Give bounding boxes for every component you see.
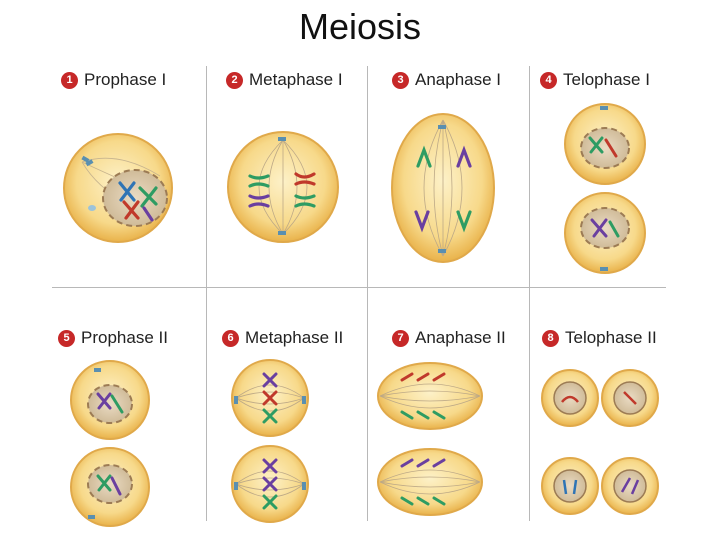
- cell-anaphase-2-bottom: [377, 448, 483, 516]
- stage-number-badge: 5: [58, 329, 75, 347]
- stage-number-badge: 2: [226, 71, 243, 89]
- cell-prophase-2-bottom: [70, 447, 150, 527]
- cell-anaphase-2-top: [377, 362, 483, 430]
- divider-vertical-2: [367, 66, 368, 521]
- stage-title: Metaphase II: [245, 328, 344, 347]
- cell-telophase-2-d: [601, 457, 659, 515]
- stage-label-prophase-1: 1 Prophase I: [61, 70, 166, 90]
- stage-title: Metaphase I: [249, 70, 343, 89]
- divider-vertical-1: [206, 66, 207, 521]
- cell-telophase-2-a: [541, 369, 599, 427]
- cell-metaphase-2-top: [231, 359, 309, 437]
- cell-telophase-1-bottom: [564, 192, 646, 274]
- stage-number-badge: 7: [392, 329, 409, 347]
- stage-label-metaphase-1: 2 Metaphase I: [226, 70, 343, 90]
- cell-anaphase-1: [391, 113, 495, 263]
- cell-telophase-1-top: [564, 103, 646, 185]
- stage-number-badge: 4: [540, 71, 557, 89]
- stage-number-badge: 1: [61, 71, 78, 89]
- stage-number-badge: 8: [542, 329, 559, 347]
- stage-label-anaphase-1: 3 Anaphase I: [392, 70, 501, 90]
- cell-prophase-2-top: [70, 360, 150, 440]
- stage-title: Anaphase I: [415, 70, 502, 89]
- cell-metaphase-2-bottom: [231, 445, 309, 523]
- divider-vertical-3: [529, 66, 530, 521]
- stage-number-badge: 3: [392, 71, 409, 89]
- stage-number-badge: 6: [222, 329, 239, 347]
- stage-title: Prophase II: [81, 328, 168, 347]
- cell-telophase-2-b: [601, 369, 659, 427]
- stage-label-metaphase-2: 6 Metaphase II: [222, 328, 343, 348]
- stage-label-telophase-1: 4 Telophase I: [540, 70, 650, 90]
- stage-label-telophase-2: 8 Telophase II: [542, 328, 657, 348]
- stage-title: Prophase I: [84, 70, 167, 89]
- cell-metaphase-1: [227, 131, 339, 243]
- stage-title: Telophase I: [563, 70, 650, 89]
- stage-title: Telophase II: [565, 328, 657, 347]
- divider-horizontal: [52, 287, 666, 288]
- page-title: Meiosis: [298, 6, 422, 47]
- stage-title: Anaphase II: [415, 328, 506, 347]
- cell-prophase-1: [63, 133, 173, 243]
- cell-telophase-2-c: [541, 457, 599, 515]
- stage-label-anaphase-2: 7 Anaphase II: [392, 328, 506, 348]
- stage-label-prophase-2: 5 Prophase II: [58, 328, 168, 348]
